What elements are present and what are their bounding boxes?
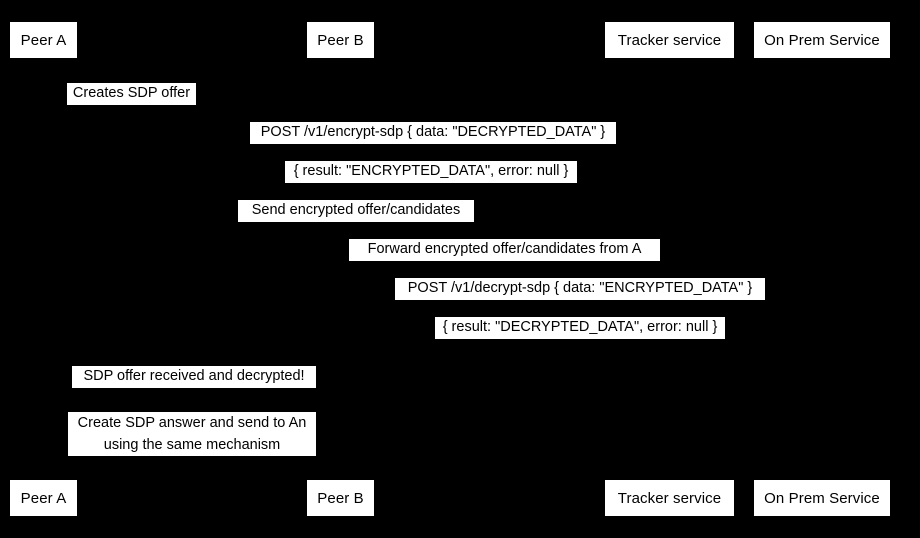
msg-create-sdp-answer-arrow: [68, 458, 316, 459]
msg-sdp-offer-received[interactable]: SDP offer received and decrypted!: [72, 366, 316, 388]
lifeline-on-prem-service: [821, 58, 823, 480]
msg-post-decrypt-sdp-arrow: [395, 302, 765, 303]
msg-send-encrypted-offer[interactable]: Send encrypted offer/candidates: [238, 200, 474, 222]
msg-sdp-offer-received-arrow: [72, 390, 316, 391]
participant-on-prem-service-footer[interactable]: On Prem Service: [754, 480, 890, 516]
participant-peer-b-header[interactable]: Peer B: [307, 22, 374, 58]
msg-decrypt-sdp-result-arrow: [435, 341, 725, 342]
msg-create-sdp-answer[interactable]: Create SDP answer and send to An using t…: [68, 412, 316, 456]
msg-creates-sdp-offer[interactable]: Creates SDP offer: [67, 83, 196, 105]
msg-post-encrypt-sdp-arrow: [250, 146, 616, 147]
msg-send-encrypted-offer-arrow: [238, 224, 474, 225]
participant-on-prem-service-header[interactable]: On Prem Service: [754, 22, 890, 58]
participant-tracker-service-footer[interactable]: Tracker service: [605, 480, 734, 516]
lifeline-peer-b: [340, 58, 342, 480]
lifeline-peer-a: [43, 58, 45, 480]
msg-forward-encrypted-offer-arrow: [349, 263, 660, 264]
msg-forward-encrypted-offer[interactable]: Forward encrypted offer/candidates from …: [349, 239, 660, 261]
participant-peer-a-header[interactable]: Peer A: [10, 22, 77, 58]
participant-peer-a-footer[interactable]: Peer A: [10, 480, 77, 516]
lifeline-tracker-service: [669, 58, 671, 480]
participant-peer-b-footer[interactable]: Peer B: [307, 480, 374, 516]
msg-post-encrypt-sdp[interactable]: POST /v1/encrypt-sdp { data: "DECRYPTED_…: [250, 122, 616, 144]
msg-encrypt-sdp-result[interactable]: { result: "ENCRYPTED_DATA", error: null …: [285, 161, 577, 183]
msg-post-decrypt-sdp[interactable]: POST /v1/decrypt-sdp { data: "ENCRYPTED_…: [395, 278, 765, 300]
participant-tracker-service-header[interactable]: Tracker service: [605, 22, 734, 58]
msg-encrypt-sdp-result-arrow: [285, 185, 577, 186]
msg-creates-sdp-offer-arrow: [67, 107, 196, 108]
msg-decrypt-sdp-result[interactable]: { result: "DECRYPTED_DATA", error: null …: [435, 317, 725, 339]
